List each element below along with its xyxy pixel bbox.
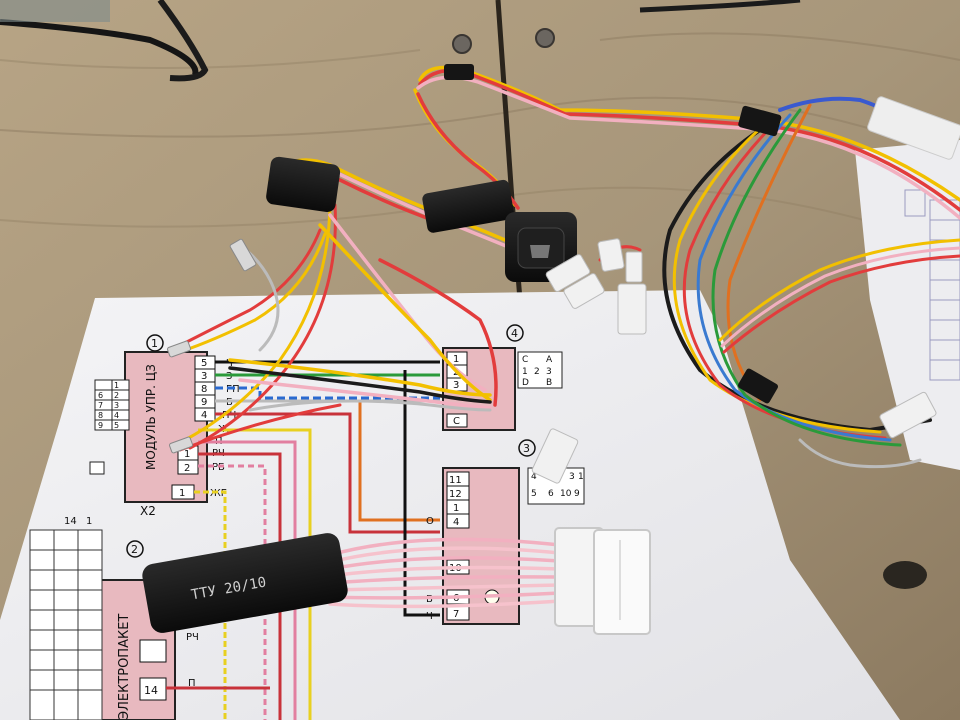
white-terminals [531,96,960,484]
svg-text:4: 4 [511,327,518,340]
svg-text:П: П [188,678,196,689]
svg-text:5: 5 [201,358,207,369]
svg-text:Б: Б [426,594,433,605]
svg-text:1: 1 [184,449,190,460]
svg-text:14: 14 [144,684,158,697]
svg-text:A: A [546,355,553,365]
svg-text:2: 2 [534,367,540,377]
svg-text:4: 4 [531,472,537,482]
module-pin-grid: 1 6 2 7 3 8 4 9 5 [89,379,130,475]
svg-text:1: 1 [179,488,185,499]
svg-text:12: 12 [449,489,462,500]
svg-text:7: 7 [453,609,459,620]
svg-text:ЖГ: ЖГ [210,488,227,499]
svg-text:3: 3 [114,401,119,410]
svg-text:8: 8 [201,384,207,395]
svg-text:2: 2 [114,391,119,400]
svg-text:1: 1 [453,354,459,365]
spade-terminals [167,238,257,454]
svg-text:5: 5 [114,421,119,430]
module-title: МОДУЛЬ УПР. ЦЗ [144,364,158,470]
svg-text:10: 10 [560,489,572,499]
electropacket-title: ЭЛЕКТРОПАКЕТ [117,614,132,720]
white-multi-pin-connector [554,527,651,635]
svg-text:1: 1 [522,367,528,377]
module-connector: Х2 [140,504,156,518]
svg-text:Ч: Ч [426,611,433,622]
svg-text:6: 6 [98,391,103,400]
svg-text:1: 1 [453,503,459,514]
svg-text:3: 3 [453,380,459,391]
svg-text:4: 4 [453,517,459,528]
svg-text:9: 9 [201,397,207,408]
svg-text:4: 4 [201,410,207,421]
svg-text:О: О [426,516,434,527]
svg-text:3: 3 [523,442,530,455]
svg-text:5: 5 [531,489,537,499]
svg-text:D: D [522,378,529,388]
svg-text:8: 8 [98,411,103,420]
block-4: 4 1 2 3 С C A 1 2 3 D B [442,324,563,431]
ttu-adapter: ТТУ 20/10 [142,533,348,633]
svg-text:С: С [453,416,460,427]
svg-text:6: 6 [548,489,554,499]
svg-text:9: 9 [574,489,580,499]
black-connectors [266,64,782,404]
svg-text:4: 4 [114,411,119,420]
svg-text:1: 1 [578,472,584,482]
svg-text:3: 3 [569,472,575,482]
svg-text:РЧ: РЧ [186,632,199,643]
svg-text:C: C [522,355,528,365]
svg-text:11: 11 [449,475,462,486]
svg-text:9: 9 [98,421,103,430]
svg-text:2: 2 [184,463,190,474]
svg-text:3: 3 [546,367,552,377]
svg-text:B: B [546,378,552,388]
svg-text:3: 3 [201,371,207,382]
module-callout: 1 [151,337,158,350]
black-power-cable [0,0,801,82]
svg-text:14: 14 [64,516,77,527]
svg-text:1: 1 [86,516,92,527]
svg-text:7: 7 [98,401,103,410]
svg-text:1: 1 [114,381,119,390]
svg-text:2: 2 [131,543,138,556]
